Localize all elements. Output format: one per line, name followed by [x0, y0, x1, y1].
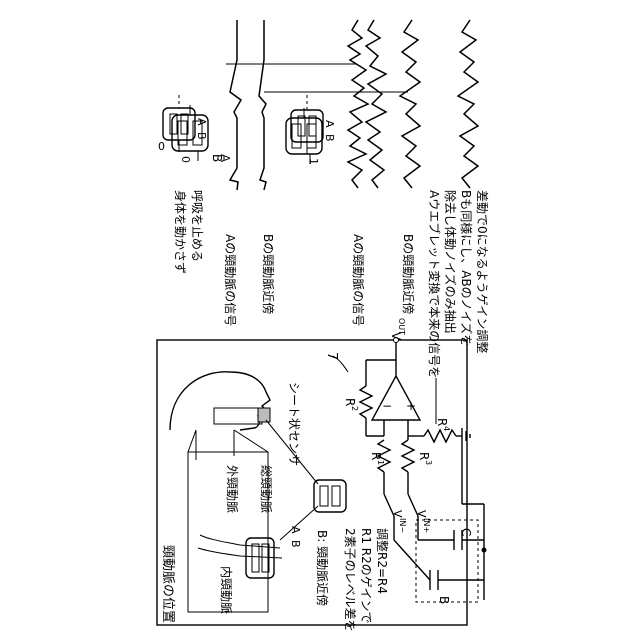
resistor-r2 [360, 386, 372, 418]
waveform-diff-2 [458, 20, 478, 188]
zoom-line-top [188, 430, 196, 452]
op-amp [372, 376, 420, 420]
junction-node [482, 548, 487, 553]
b-sensor-caption: B: 頸動脈近傍 [315, 530, 330, 606]
sheet-sensor-element [258, 408, 270, 422]
elem-c-label: C [459, 528, 473, 536]
artery-sensor [246, 538, 274, 578]
sensor-top0-b: B [195, 132, 208, 140]
sensor0-label-a: A [218, 154, 232, 163]
waveform-a-noisy [348, 20, 368, 188]
condition-labels: 身体を動かさず 呼吸を止める Aの頸動脈の信号 Bの頸動脈近傍 Aの頸動脈の信号… [173, 190, 416, 326]
op-amp-minus: − [382, 399, 392, 413]
sensor-icon-top-0 [163, 95, 195, 152]
r2-sub: 2 [350, 406, 359, 411]
vin-plus-label: V [415, 510, 428, 518]
label-a-carotid-signal-1: Aの頸動脈の信号 [223, 234, 237, 326]
vin-minus-label: V [391, 510, 404, 518]
wire-b-left [394, 540, 430, 580]
arrow-to-a-sensor [280, 506, 318, 540]
elem-b-label: B [437, 596, 451, 604]
sensor0-label-zero: 0 [158, 140, 165, 153]
sensor-top0-a: A [195, 118, 208, 126]
condition-line-2: 呼吸を止める [190, 190, 204, 262]
sensor-top1-one: 1 [307, 158, 320, 165]
label-b-near-carotid-2: Bの頸動脈近傍 [401, 234, 416, 314]
capacitor-b [430, 570, 438, 590]
neck-outline [196, 430, 234, 460]
head-outline [170, 372, 270, 430]
carotid-panel-frame [157, 340, 467, 625]
wavelet-note-line-1: Aウエブレット変換で本来の信号を [427, 190, 442, 378]
adjust-note-line-3: 調整R2=R4 [375, 528, 390, 594]
internal-carotid-label: 内頸動脈 [219, 566, 233, 614]
wavelet-note-line-4: 差動で0になるようゲイン調整 [475, 190, 490, 353]
wavelet-note-line-3: Bも同様にし、ABのノイズを [459, 190, 474, 346]
adjust-note-line-2: R1 R2のゲインで [359, 528, 373, 624]
op-amp-plus: + [406, 399, 416, 413]
wavelet-note: Aウエブレット変換で本来の信号を 除去し体動ノイズのみ抽出 Bも同様にし、ABの… [427, 190, 490, 378]
label-a-carotid-signal-2: Aの頸動脈の信号 [351, 234, 365, 326]
ground-symbol [462, 428, 470, 444]
sensor-top1-a: A [323, 120, 336, 128]
wavelet-note-line-2: 除去し体動ノイズのみ抽出 [443, 190, 458, 334]
carotid-panel: 頸動脈の位置 シート状センサ 内頸動脈 外頸動脈 総頸動脈 B A [157, 340, 467, 625]
resistor-r4 [424, 430, 456, 442]
sensor-top0-zero: 0 [179, 156, 192, 163]
adjust-note-line-1: 2素子のレベル差を [343, 528, 357, 632]
waveform-a-calm [230, 20, 241, 190]
r3-sub: 3 [424, 460, 433, 465]
common-carotid-label: 総頸動脈 [259, 465, 273, 513]
carotid-panel-title: 頸動脈の位置 [160, 545, 175, 623]
r1-sub: 1 [376, 460, 385, 465]
sheet-sensor-label: シート状センサ [287, 382, 301, 466]
waveforms [226, 20, 478, 190]
b-sensor-icon [314, 480, 346, 512]
label-b-near-carotid-1: Bの頸動脈近傍 [261, 234, 276, 314]
waveform-b-calm [259, 20, 266, 190]
zoom-line-bottom [234, 430, 268, 452]
resistor-r3 [402, 440, 414, 472]
artery-sensor-b: B [289, 540, 302, 548]
sheet-sensor-patch [214, 408, 262, 424]
waveform-diff-1 [400, 20, 420, 188]
vout-sub: OUT [397, 318, 406, 335]
vin-minus-sub: IN− [398, 518, 407, 533]
external-carotid-label: 外頸動脈 [225, 465, 239, 513]
adjust-note: 2素子のレベル差を R1 R2のゲインで 調整R2=R4 [343, 528, 390, 632]
r4-sub: 4 [442, 426, 451, 431]
sensor-top1-b: B [323, 134, 336, 142]
condition-line-1: 身体を動かさず [173, 190, 188, 274]
